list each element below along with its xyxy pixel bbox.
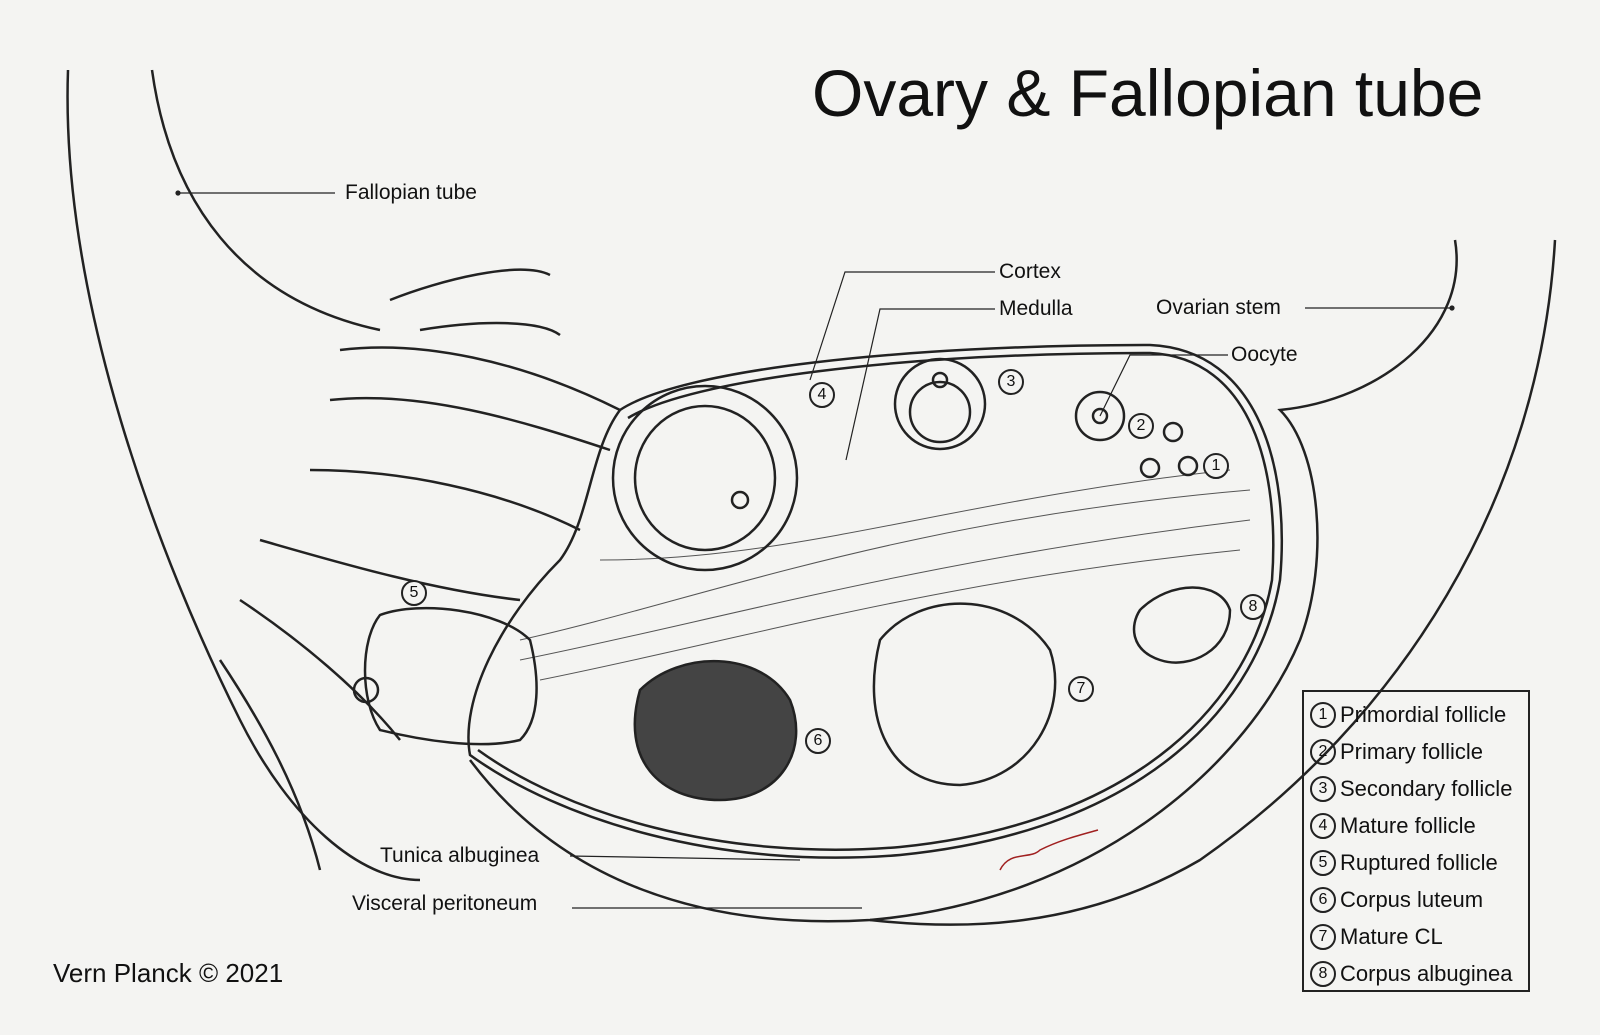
primary-follicle — [1074, 390, 1126, 442]
marker-6: 6 — [805, 728, 831, 754]
legend-number: 8 — [1310, 960, 1336, 987]
fallopian-tube-outline — [66, 69, 421, 882]
legend-label: Secondary follicle — [1340, 775, 1513, 801]
label-visceral-peritoneum: Visceral peritoneum — [352, 892, 538, 915]
legend-label: Corpus albuginea — [1340, 960, 1513, 986]
marker-2: 2 — [1128, 413, 1154, 439]
legend-number: 5 — [1310, 849, 1336, 876]
mature-follicle — [611, 384, 799, 572]
legend-number: 7 — [1310, 923, 1336, 950]
marker-3: 3 — [998, 369, 1024, 395]
legend-number: 1 — [1310, 701, 1336, 728]
label-ovarian-stem: Ovarian stem — [1156, 296, 1281, 319]
marker-5: 5 — [401, 580, 427, 606]
label-oocyte: Oocyte — [1231, 343, 1298, 366]
corpus-luteum — [633, 660, 798, 802]
marker-4: 4 — [809, 382, 835, 408]
legend-label: Mature CL — [1340, 923, 1443, 949]
signature-mark — [999, 829, 1099, 871]
legend-label: Primordial follicle — [1340, 701, 1507, 727]
ovary-outline — [467, 343, 1284, 859]
credit: Vern Planck © 2021 — [53, 958, 284, 988]
peritoneum-outline — [469, 239, 1458, 923]
legend-number: 3 — [1310, 775, 1336, 802]
marker-1: 1 — [1203, 453, 1229, 479]
label-tunica-albuginea: Tunica albuginea — [380, 844, 540, 867]
marker-7: 7 — [1068, 676, 1094, 702]
mature-corpus-luteum — [872, 602, 1057, 787]
legend-label: Ruptured follicle — [1340, 849, 1498, 875]
page-title: Ovary & Fallopian tube — [812, 56, 1484, 130]
label-fallopian-tube: Fallopian tube — [345, 181, 477, 204]
label-medulla: Medulla — [999, 297, 1073, 320]
legend-number: 6 — [1310, 886, 1336, 913]
secondary-follicle — [893, 357, 987, 451]
legend-number: 2 — [1310, 738, 1336, 765]
marker-8: 8 — [1240, 594, 1266, 620]
legend-label: Primary follicle — [1340, 738, 1484, 764]
legend-number: 4 — [1310, 812, 1336, 839]
label-cortex: Cortex — [999, 260, 1061, 283]
legend-label: Corpus luteum — [1340, 886, 1484, 912]
legend-label: Mature follicle — [1340, 812, 1476, 838]
corpus-albuginea — [1132, 586, 1232, 664]
ruptured-follicle — [363, 606, 538, 746]
